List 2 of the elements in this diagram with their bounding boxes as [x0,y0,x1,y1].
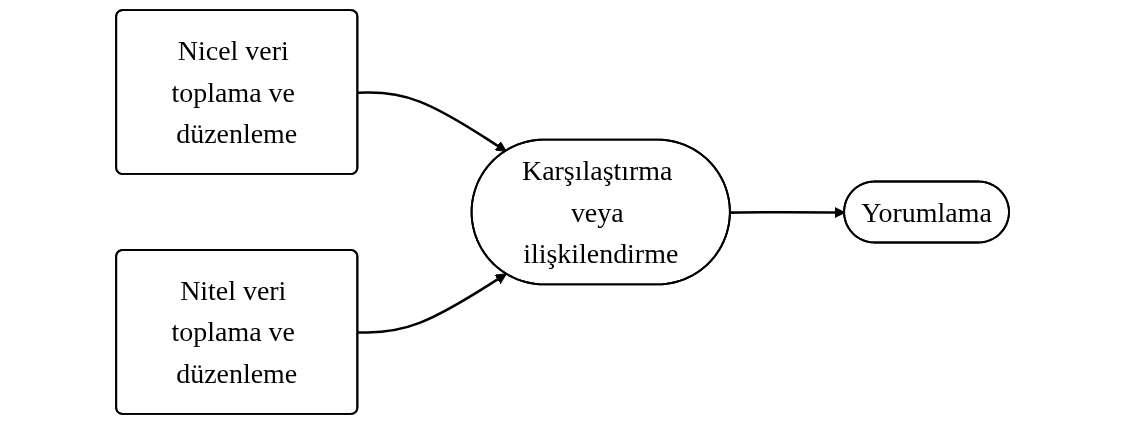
arrow [358,273,508,334]
arrow [358,91,508,152]
